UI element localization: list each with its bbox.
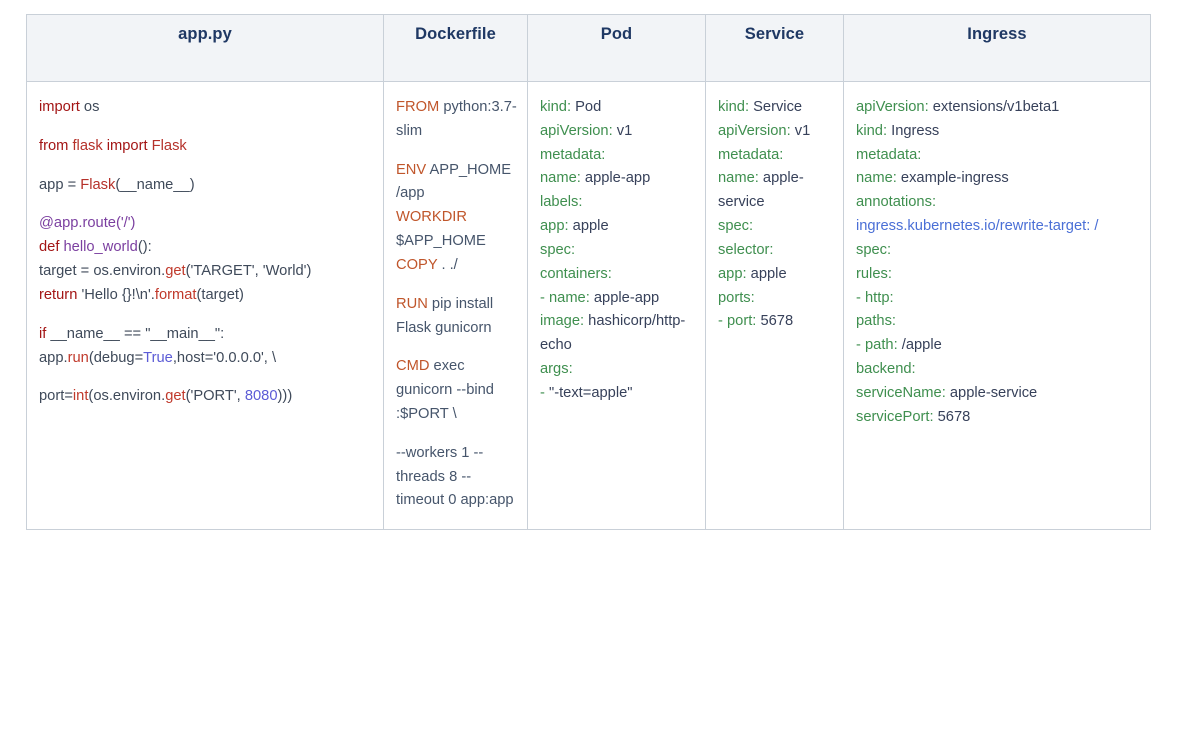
yaml-line: - port: 5678 (718, 313, 794, 330)
code-block: port=int(os.environ.get('PORT', 8080))) (39, 385, 373, 409)
yaml-line: backend: (856, 360, 916, 377)
yaml-line: selector: (718, 241, 774, 258)
yaml-line: app: apple (718, 265, 787, 282)
code-line: def hello_world(): (39, 239, 152, 256)
yaml-line: labels: (540, 194, 583, 211)
code-line: RUN pip install Flask gunicorn (396, 295, 494, 336)
code-line: import os (39, 99, 100, 115)
code-line: WORKDIR $APP_HOME (396, 209, 486, 250)
yaml-line: apiVersion: v1 (540, 122, 633, 139)
yaml-line: servicePort: 5678 (856, 408, 971, 425)
yaml-line: annotations: (856, 194, 937, 211)
code-line: port=int(os.environ.get('PORT', 8080))) (39, 388, 293, 405)
code-line: FROM python:3.7-slim (396, 99, 517, 139)
column-header-ingress: Ingress (843, 14, 1151, 82)
code-block: app = Flask(__name__) (39, 174, 373, 198)
code-block-pod-yaml: kind: Pod apiVersion: v1 metadata: name: ap… (540, 96, 695, 406)
cell-app-py: import os from flask import Flask app = Fl… (26, 80, 384, 531)
manifest-comparison-table: app.py Dockerfile Pod Service Ingress im… (26, 14, 1151, 531)
code-block: @app.route('/') def hello_world():target … (39, 212, 373, 307)
code-line: target = os.environ.get('TARGET', 'World… (39, 263, 312, 280)
cell-ingress: apiVersion: extensions/v1beta1 kind: Ingr… (843, 80, 1151, 531)
code-line: ENV APP_HOME /app (396, 161, 512, 202)
yaml-line: kind: Ingress (856, 122, 940, 139)
yaml-line: spec: (718, 218, 754, 235)
yaml-line: metadata: (856, 146, 922, 163)
yaml-line: image: hashicorp/http-echo (540, 313, 686, 354)
code-line: return 'Hello {}!\n'.format(target) (39, 286, 244, 303)
yaml-line: metadata: (540, 146, 606, 163)
code-block: from flask import Flask (39, 135, 373, 159)
code-line: COPY . ./ (396, 256, 458, 273)
yaml-line: ports: (718, 289, 755, 306)
code-block-ingress-yaml: apiVersion: extensions/v1beta1 kind: Ingr… (856, 96, 1140, 429)
code-block: --workers 1 --threads 8 --timeout 0 app:… (396, 442, 517, 513)
yaml-line: app: apple (540, 218, 609, 235)
code-block: FROM python:3.7-slim (396, 96, 517, 144)
yaml-line: kind: Service (718, 99, 803, 115)
yaml-line: metadata: (718, 146, 784, 163)
yaml-line: args: (540, 360, 573, 377)
code-line: @app.route('/') (39, 215, 136, 232)
code-block: import os (39, 96, 373, 120)
yaml-line: apiVersion: v1 (718, 122, 811, 139)
yaml-line: spec: (856, 241, 892, 258)
yaml-line: ingress.kubernetes.io/rewrite-target: / (856, 215, 1140, 239)
code-line: app = Flask(__name__) (39, 176, 195, 193)
column-header-service: Service (705, 14, 844, 82)
table-body: import os from flask import Flask app = Fl… (26, 80, 1151, 531)
column-header-pod: Pod (527, 14, 706, 82)
code-line: CMD exec gunicorn --bind :$PORT \ (396, 358, 494, 422)
code-block: if __name__ == "__main__": app.run(debug=… (39, 323, 373, 371)
yaml-line: name: apple-app (540, 170, 651, 187)
yaml-line: apiVersion: extensions/v1beta1 (856, 99, 1060, 115)
yaml-line: - name: apple-app (540, 289, 660, 306)
column-header-app-py: app.py (26, 14, 384, 82)
yaml-line: kind: Pod (540, 99, 602, 115)
table-row: import os from flask import Flask app = Fl… (26, 80, 1151, 531)
yaml-line: serviceName: apple-service (856, 384, 1038, 401)
yaml-line: spec: (540, 241, 576, 258)
code-block-service-yaml: kind: Service apiVersion: v1 metadata: name… (718, 96, 833, 334)
table-header: app.py Dockerfile Pod Service Ingress (26, 14, 1151, 82)
annotation-link[interactable]: ingress.kubernetes.io/rewrite-target: / (856, 218, 1099, 235)
yaml-line: paths: (856, 313, 897, 330)
column-header-dockerfile: Dockerfile (383, 14, 528, 82)
yaml-line: - http: (856, 289, 894, 306)
header-row: app.py Dockerfile Pod Service Ingress (26, 14, 1151, 82)
code-line: --workers 1 --threads 8 --timeout 0 app:… (396, 444, 514, 509)
yaml-line: rules: (856, 265, 892, 282)
cell-pod: kind: Pod apiVersion: v1 metadata: name: ap… (527, 80, 706, 531)
code-block: CMD exec gunicorn --bind :$PORT \ (396, 355, 517, 426)
code-line: app.run(debug=True,host='0.0.0.0', \ (39, 349, 277, 366)
code-block: RUN pip install Flask gunicorn (396, 293, 517, 341)
yaml-line: - path: /apple (856, 337, 942, 354)
code-block-python: import os from flask import Flask app = Fl… (39, 96, 373, 409)
yaml-line: name: apple-service (718, 170, 804, 211)
yaml-line: - "-text=apple" (540, 384, 633, 401)
table-container: app.py Dockerfile Pod Service Ingress im… (26, 14, 1151, 531)
code-line: if __name__ == "__main__": (39, 325, 225, 342)
yaml-line: containers: (540, 265, 612, 282)
yaml-line: name: example-ingress (856, 170, 1009, 187)
code-line: from flask import Flask (39, 137, 187, 154)
cell-service: kind: Service apiVersion: v1 metadata: name… (705, 80, 844, 531)
